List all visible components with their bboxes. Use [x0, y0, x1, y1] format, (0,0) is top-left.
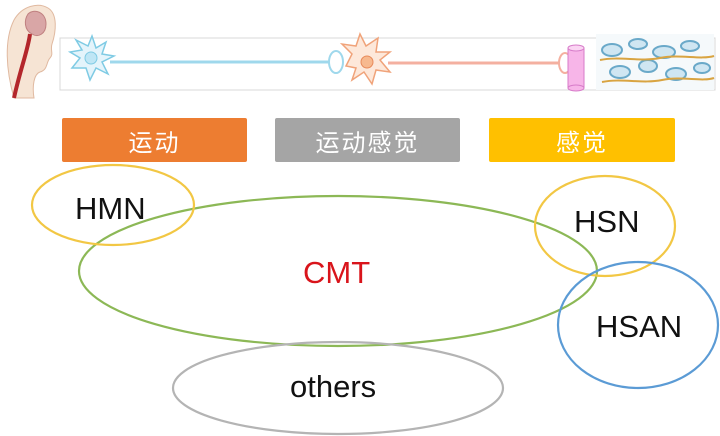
motor-sensory-category-box: 运动感觉 — [275, 118, 460, 162]
sensory-category-label: 感觉 — [556, 128, 608, 157]
cmt-label: CMT — [303, 255, 371, 290]
hmn-label: HMN — [75, 191, 146, 226]
motor-category-box: 运动 — [62, 118, 247, 162]
upper-motor-neuron-icon — [67, 33, 344, 82]
nerve-fiber-bundle-icon — [596, 34, 715, 90]
others-label: others — [290, 369, 377, 404]
others-ellipse — [171, 340, 505, 436]
motor-sensory-category-label: 运动感觉 — [315, 128, 420, 157]
hsn-ellipse — [533, 174, 677, 278]
motor-category-label: 运动 — [128, 128, 181, 157]
neuron-pathway-illustration — [6, 4, 716, 99]
head-spinal-cord-icon — [6, 4, 56, 99]
hsn-label: HSN — [574, 204, 640, 239]
hsan-ellipse — [556, 260, 720, 390]
hmn-ellipse — [30, 163, 196, 247]
hsan-label: HSAN — [596, 309, 683, 344]
sensory-category-box: 感觉 — [489, 118, 675, 162]
muscle-fiber-icon — [567, 44, 585, 92]
